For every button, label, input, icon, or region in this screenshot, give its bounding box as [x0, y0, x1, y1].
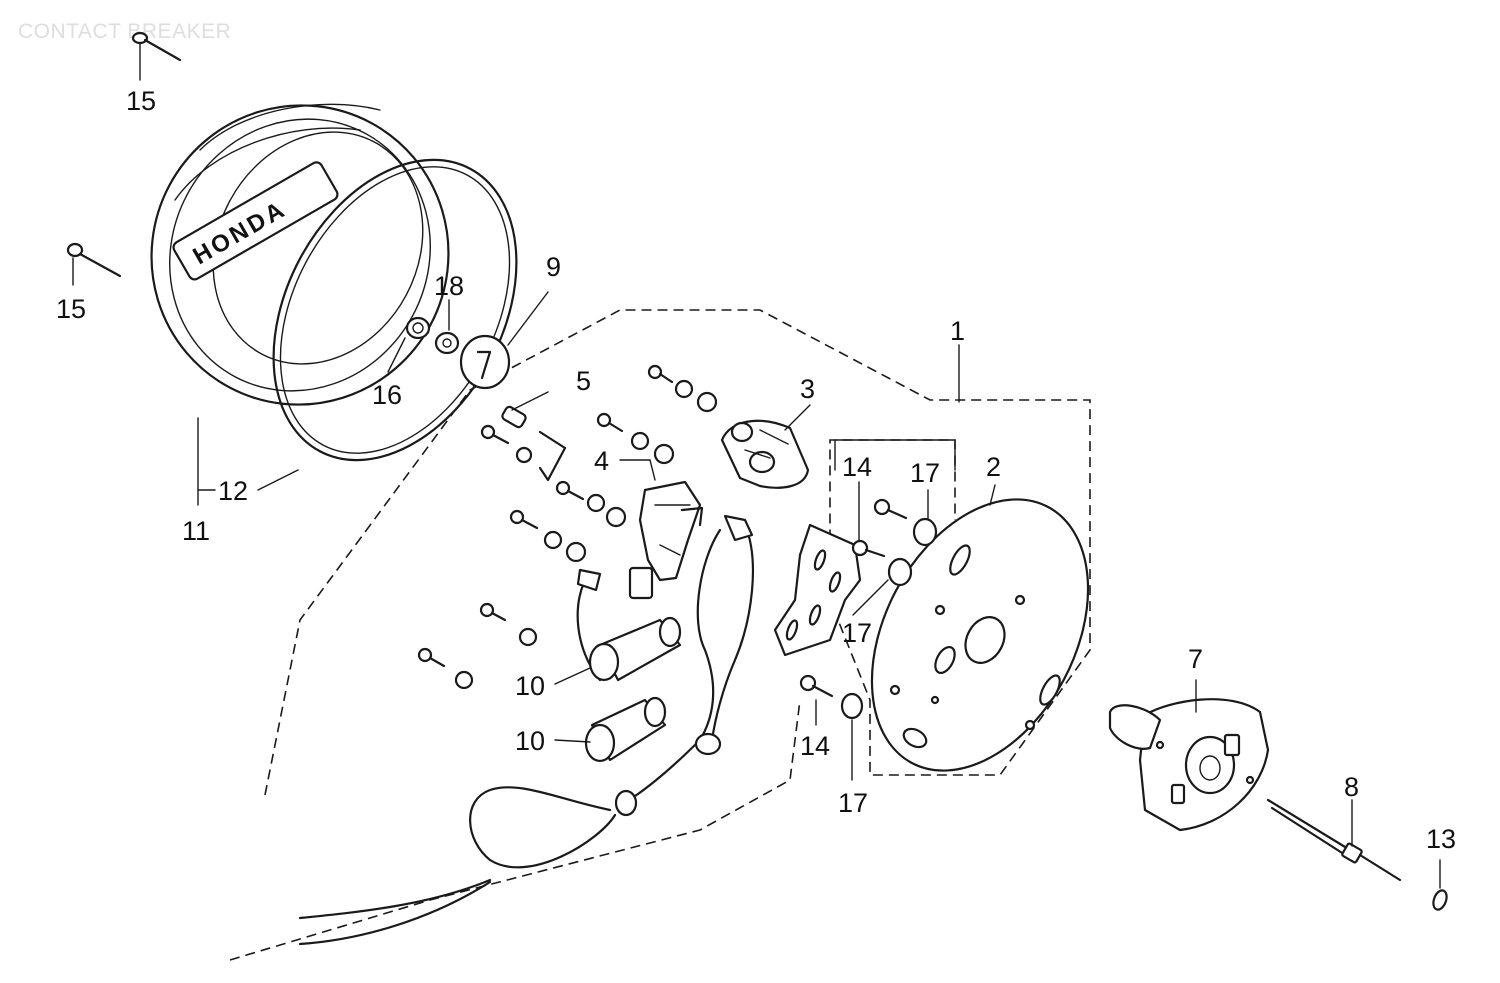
washer-17-lower	[840, 692, 864, 781]
washer-17-upper	[912, 489, 938, 547]
callout-16: 16	[372, 380, 402, 410]
assembly-outline	[229, 309, 1091, 961]
screw-15-top	[131, 31, 182, 81]
callout-11: 11	[182, 516, 210, 546]
callout-10-lower: 10	[515, 726, 545, 756]
callout-3: 3	[800, 374, 815, 404]
callout-15-left: 15	[56, 294, 86, 324]
callout-labels: 15 15 18 9 16 5 3 1 4 14 17 2 17 10 10 1…	[56, 86, 1456, 854]
callout-10-upper: 10	[515, 671, 545, 701]
callout-18: 18	[434, 271, 464, 301]
callout-14-upper: 14	[842, 452, 872, 482]
leader-lines	[197, 344, 996, 743]
callout-1: 1	[950, 316, 965, 346]
callout-5: 5	[576, 366, 591, 396]
callout-2: 2	[986, 452, 1001, 482]
screw-upper-right	[873, 498, 908, 520]
bracket-plate	[773, 523, 862, 657]
clip-13	[1432, 859, 1448, 911]
screw-15-left	[66, 242, 122, 286]
washer-18	[434, 299, 460, 355]
cap-9	[459, 291, 549, 390]
callout-17-middle: 17	[842, 618, 872, 648]
screw-14-lower	[799, 674, 834, 726]
washer-17-middle	[852, 557, 913, 616]
part-bracket-2	[834, 439, 956, 471]
callout-15-top: 15	[126, 86, 156, 116]
callout-17-lower: 17	[838, 788, 868, 818]
base-plate-2	[870, 498, 1090, 772]
small-hardware-cluster	[417, 364, 718, 690]
contact-point-4	[628, 480, 704, 600]
callout-12: 12	[218, 476, 248, 506]
diagram-title: CONTACT BREAKER	[18, 20, 231, 43]
callout-9: 9	[546, 252, 561, 282]
condenser-10-upper	[588, 616, 682, 682]
nut-16	[387, 316, 431, 373]
breaker-base-3	[720, 419, 810, 489]
callout-7: 7	[1188, 644, 1203, 674]
callout-8: 8	[1344, 772, 1359, 802]
callout-4: 4	[594, 446, 609, 476]
screw-14-upper	[851, 481, 886, 558]
condenser-10-lower	[584, 696, 667, 763]
point-cover: HONDA	[150, 103, 450, 406]
callout-14-lower: 14	[800, 731, 830, 761]
cover-gasket	[272, 158, 518, 462]
callout-17-upper: 17	[910, 458, 940, 488]
advancer-7	[1108, 679, 1270, 832]
callout-13: 13	[1426, 824, 1456, 854]
shaft-8	[1266, 798, 1402, 882]
